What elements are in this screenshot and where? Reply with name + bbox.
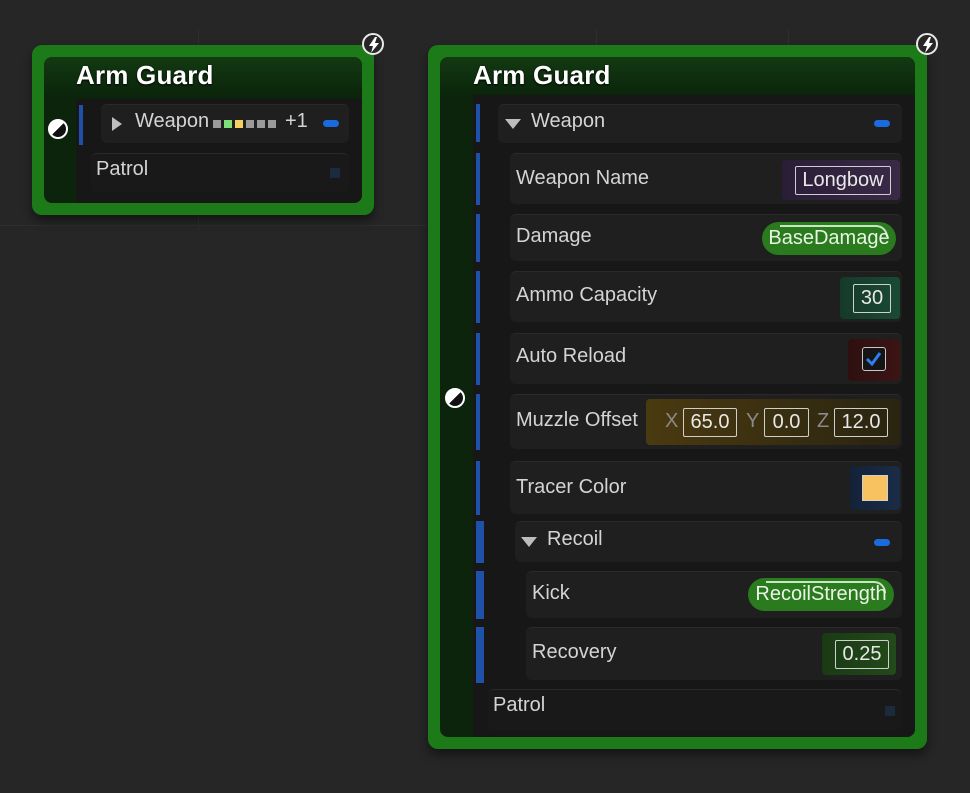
auto-reload-checkbox[interactable]: [862, 347, 886, 371]
kick-label: Kick: [532, 582, 570, 604]
weapon-output-pin[interactable]: [323, 120, 339, 127]
weapon-name-input[interactable]: Longbow: [795, 166, 891, 195]
weapon-name-row[interactable]: Weapon Name Longbow: [510, 153, 902, 204]
weapon-member-chip: [224, 120, 232, 128]
patrol-row[interactable]: Patrol: [488, 689, 902, 730]
recoil-output-pin[interactable]: [874, 539, 890, 546]
field-indent-bar: [476, 153, 480, 205]
weapon-member-chip: [235, 120, 243, 128]
damage-value: BaseDamage: [768, 227, 890, 249]
weapon-indent-bar: [79, 105, 83, 145]
x-axis-label: X: [665, 410, 679, 432]
patrol-label: Patrol: [493, 694, 546, 716]
node-title: Arm Guard: [473, 60, 611, 90]
recoil-row[interactable]: Recoil: [515, 521, 902, 562]
weapon-member-chip: [213, 120, 221, 128]
expand-arrow-icon[interactable]: [112, 117, 122, 131]
patrol-row[interactable]: Patrol: [91, 153, 349, 192]
muzzle-x-input[interactable]: 65.0: [683, 408, 737, 437]
expanded-arm-guard-node[interactable]: Arm Guard Weapon Weapon Name Longbow Dam…: [428, 45, 927, 749]
weapon-member-chip: [257, 120, 265, 128]
patrol-pin[interactable]: [330, 168, 340, 178]
field-indent-bar: [476, 333, 480, 385]
node-body: Arm Guard Weapon Weapon Name Longbow Dam…: [440, 57, 915, 737]
field-indent-bar: [476, 461, 480, 515]
recoil-field-indent-bar: [476, 627, 484, 683]
weapon-row[interactable]: Weapon +1: [101, 104, 349, 143]
pin-socket-icon[interactable]: [445, 388, 465, 408]
damage-label: Damage: [516, 225, 592, 247]
grid-line: [0, 225, 430, 226]
field-indent-bar: [476, 214, 480, 262]
ammo-capacity-label: Ammo Capacity: [516, 284, 658, 306]
weapon-more-count: +1: [285, 110, 308, 132]
tracer-color-swatch[interactable]: [862, 475, 888, 501]
lightning-icon: [916, 33, 938, 55]
node-header: [440, 57, 915, 97]
kick-variable-pill[interactable]: RecoilStrength: [748, 578, 894, 611]
node-header: [44, 57, 362, 97]
checkmark-icon: [865, 352, 882, 367]
ammo-capacity-input[interactable]: 30: [853, 284, 891, 313]
weapon-name-label: Weapon Name: [516, 167, 650, 189]
recoil-indent-bar: [476, 521, 484, 563]
collapse-arrow-icon[interactable]: [521, 537, 537, 547]
lightning-icon: [362, 33, 384, 55]
patrol-pin[interactable]: [885, 706, 895, 716]
node-title: Arm Guard: [76, 60, 214, 90]
recovery-row[interactable]: Recovery 0.25: [526, 627, 902, 680]
recovery-label: Recovery: [532, 641, 617, 663]
muzzle-offset-label: Muzzle Offset: [516, 409, 638, 431]
weapon-member-chip: [268, 120, 276, 128]
recovery-input[interactable]: 0.25: [835, 640, 889, 669]
pin-socket-icon[interactable]: [48, 119, 68, 139]
tracer-color-row[interactable]: Tracer Color: [510, 461, 902, 514]
recoil-field-indent-bar: [476, 571, 484, 619]
damage-row[interactable]: Damage BaseDamage: [510, 214, 902, 261]
collapse-arrow-icon[interactable]: [505, 119, 521, 129]
weapon-label: Weapon: [531, 110, 606, 132]
weapon-row[interactable]: Weapon: [498, 104, 902, 143]
patrol-label: Patrol: [96, 158, 149, 180]
node-body: Arm Guard Weapon +1 Patrol: [44, 57, 362, 203]
z-axis-label: Z: [817, 410, 830, 432]
weapon-output-pin[interactable]: [874, 120, 890, 127]
kick-row[interactable]: Kick RecoilStrength: [526, 571, 902, 618]
vector-tint: [646, 399, 900, 445]
auto-reload-row[interactable]: Auto Reload: [510, 333, 902, 384]
field-indent-bar: [476, 271, 480, 323]
kick-value: RecoilStrength: [755, 583, 887, 605]
weapon-label: Weapon: [135, 110, 210, 132]
auto-reload-label: Auto Reload: [516, 345, 627, 367]
ammo-capacity-row[interactable]: Ammo Capacity 30: [510, 271, 902, 322]
damage-variable-pill[interactable]: BaseDamage: [762, 222, 896, 255]
tracer-color-label: Tracer Color: [516, 476, 627, 498]
muzzle-y-input[interactable]: 0.0: [764, 408, 809, 437]
muzzle-offset-row[interactable]: Muzzle Offset X 65.0 Y 0.0 Z 12.0: [510, 394, 902, 449]
y-axis-label: Y: [746, 410, 760, 432]
field-indent-bar: [476, 394, 480, 450]
weapon-member-chip: [246, 120, 254, 128]
recoil-label: Recoil: [547, 528, 603, 550]
muzzle-z-input[interactable]: 12.0: [834, 408, 888, 437]
weapon-indent-bar: [476, 104, 480, 142]
collapsed-arm-guard-node[interactable]: Arm Guard Weapon +1 Patrol: [32, 45, 374, 215]
